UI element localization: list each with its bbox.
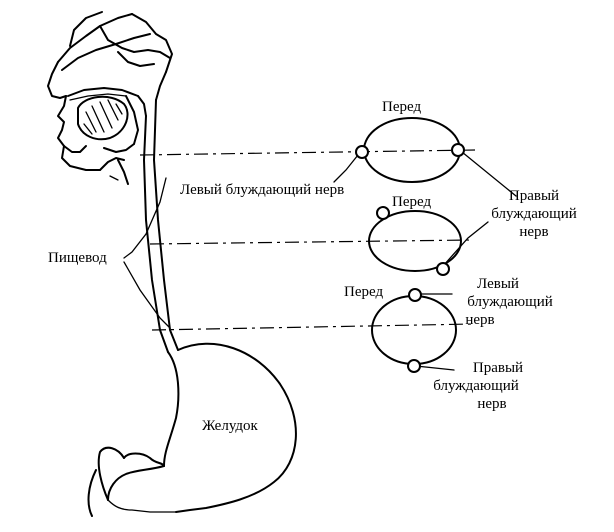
cross-section-3 [371,288,457,373]
right-vagus-label-2: Правый блуждающий нерв [433,360,523,412]
level-line-1 [139,149,476,156]
left-vagus-nerve-marker [355,145,369,159]
vagus-word: блуждающий [433,378,519,394]
stomach-label: Желудок [202,418,259,434]
esophagus-label: Пищевод [48,250,107,266]
level-line-3 [151,323,474,331]
left-vagus-nerve-marker [408,288,422,302]
nerve-word: нерв [519,224,548,240]
left-word: Левый [477,276,519,292]
right-word: Правый [509,188,559,204]
pointer-lines [123,151,517,371]
right-vagus-nerve-marker [436,262,450,276]
left-vagus-nerve-label: Левый блуждающий нерв [180,182,344,198]
cross-section-2 [368,206,462,276]
level-line-2 [149,239,473,245]
left-vagus-label-2: Левый блуждающий нерв [465,276,552,328]
vagus-word: блуждающий [467,294,553,310]
right-vagus-nerve-marker [407,359,421,373]
front-label-1: Перед [382,99,421,115]
vagus-word: блуждающий [491,206,577,222]
stomach-outline [87,342,297,517]
cross-section-1 [355,117,465,183]
right-vagus-label-1: Правый блуждающий нерв [491,188,577,240]
head-outline [47,11,173,185]
nerve-word: нерв [477,396,506,412]
right-word: Правый [473,360,523,376]
left-vagus-nerve-marker [376,206,390,220]
right-vagus-nerve-marker [451,143,465,157]
esophagus-tube [143,99,179,353]
nerve-word: нерв [465,312,494,328]
front-label-3: Перед [344,284,383,300]
front-label-2: Перед [392,194,431,210]
